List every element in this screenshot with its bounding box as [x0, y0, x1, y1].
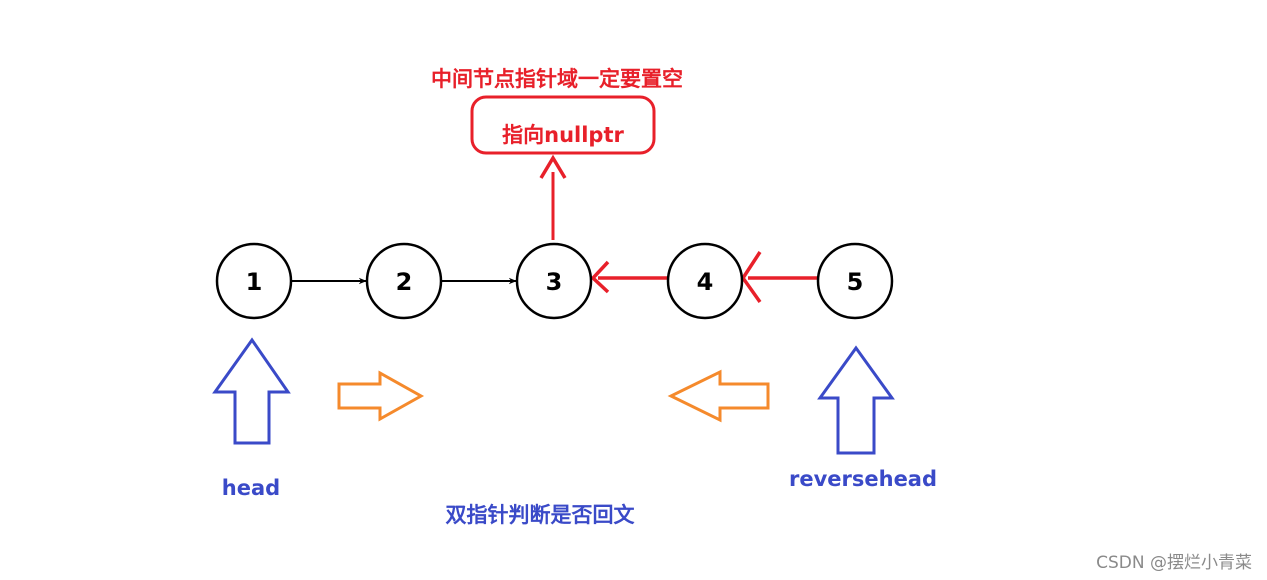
null-pointer-arrowhead: [539, 154, 567, 179]
move-right-arrow-icon: [337, 370, 425, 422]
node-3-label: 3: [546, 268, 563, 296]
node-1-label: 1: [246, 268, 263, 296]
node-5: 5: [816, 242, 894, 320]
node-1: 1: [215, 242, 293, 320]
watermark: CSDN @摆烂小青菜: [1096, 553, 1252, 573]
reversehead-up-arrow-icon: [817, 345, 895, 455]
node-2-label: 2: [396, 268, 413, 296]
node-4: 4: [666, 242, 744, 320]
caption: 双指针判断是否回文: [446, 503, 636, 527]
nullptr-box: [470, 95, 656, 155]
nullptr-box-label: 指向nullptr: [502, 123, 624, 147]
node-2: 2: [365, 242, 443, 320]
head-label: head: [222, 476, 280, 500]
move-left-arrow-icon: [667, 369, 770, 423]
head-up-arrow-icon: [212, 337, 291, 445]
reversehead-label: reversehead: [789, 467, 937, 491]
node-5-label: 5: [847, 268, 864, 296]
annotation-title: 中间节点指针域一定要置空: [431, 67, 683, 91]
link-4-to-3-arrowhead: [590, 260, 610, 294]
node-3: 3: [515, 242, 593, 320]
node-4-label: 4: [697, 268, 714, 296]
